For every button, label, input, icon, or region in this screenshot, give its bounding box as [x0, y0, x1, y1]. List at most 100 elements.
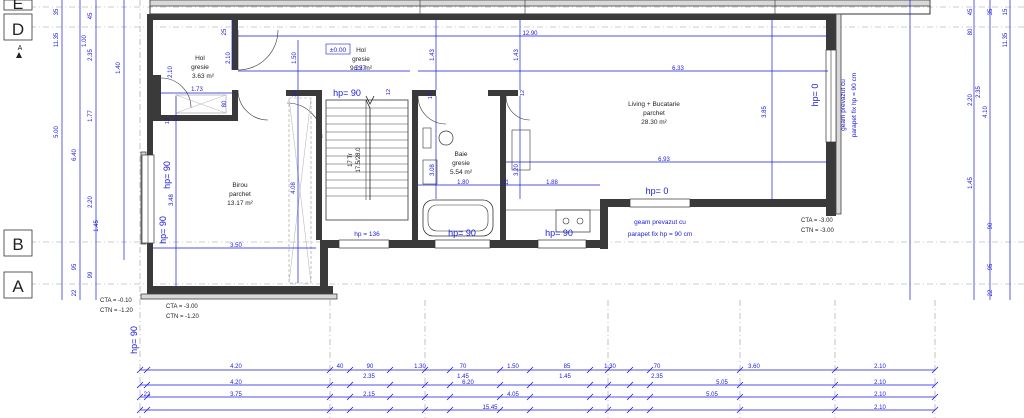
bottom-r1-1-50: 1.50 [507, 364, 519, 370]
dimension-tick [386, 381, 394, 389]
hp-label-birou-1: hp= 90 [162, 161, 172, 189]
dimension-tick [626, 406, 634, 414]
bottom-r3-6-20: 6.20 [462, 380, 474, 386]
dimension-tick [586, 366, 594, 374]
dimension-tick [931, 366, 939, 374]
left-dim-95: 95 [72, 263, 78, 270]
dim-1-43-a: 1.43 [430, 49, 436, 61]
dimension-tick [446, 406, 454, 414]
left-dim-5-00: 5.00 [54, 126, 60, 138]
bottom-r2-2-35-a: 2.35 [363, 374, 375, 380]
dimension-tick [421, 393, 429, 401]
hp-label-birou-2: hp= 90 [158, 216, 168, 244]
dimension-tick [931, 406, 939, 414]
axis-grid [30, 0, 1024, 418]
hol-main-name: Hol [356, 47, 366, 54]
bottom-r1-90: 90 [367, 364, 374, 370]
note-cta-left: CTA = -0.10 [100, 298, 132, 304]
dimension-tick [646, 393, 654, 401]
dimension-tick [736, 406, 744, 414]
dimension-tick [386, 406, 394, 414]
dim-1-73: 1.73 [191, 87, 203, 93]
hol-main-finish: gresie [352, 56, 370, 63]
section-marker-icon [16, 52, 22, 58]
bottom-dimension-lines [136, 366, 939, 414]
dimension-tick [346, 366, 354, 374]
dimension-tick [496, 366, 504, 374]
axis-labels: E D A B A [3, 0, 33, 299]
note-cta-mid: CTA = -3.00 [166, 304, 198, 310]
stair-line-1: 17 Tr [348, 153, 354, 167]
left-dim-1-00: 1.00 [82, 35, 88, 47]
dimension-tick [326, 406, 334, 414]
dimension-tick [421, 366, 429, 374]
right-dimension-texts: 4.10 1.45 90 95 22 35 11.35 2.20 2.35 80… [968, 8, 1009, 296]
dimension-tick [446, 393, 454, 401]
right-dim-22: 22 [988, 289, 994, 296]
dim-12-90: 12.90 [522, 31, 538, 37]
dimension-tick [604, 381, 612, 389]
section-marker-label: A [18, 45, 23, 52]
dimension-tick [526, 406, 534, 414]
left-dim-1-40: 1.40 [116, 62, 122, 74]
hp-label-stair: hp = 136 [354, 231, 380, 238]
dimension-tick [143, 366, 151, 374]
dimension-tick [136, 381, 144, 389]
dim-12-e: 12 [504, 179, 510, 185]
dimension-tick [736, 393, 744, 401]
dim-6-57: 6.57 [354, 66, 366, 72]
bottom-r3-5-05: 5.05 [716, 380, 728, 386]
dimension-tick [346, 381, 354, 389]
axis-e-label: E [13, 0, 24, 13]
dimension-tick [626, 366, 634, 374]
dimension-tick [326, 381, 334, 389]
dimension-tick [386, 393, 394, 401]
left-dim-99: 99 [88, 271, 94, 278]
dimension-tick [831, 366, 839, 374]
dim-1-50: 1.50 [292, 52, 298, 64]
bottom-r4-3-75: 3.75 [230, 392, 242, 398]
bottom-r5-15-45: 15.45 [482, 405, 498, 411]
dim-3-50: 3.50 [230, 243, 242, 249]
right-dim-4-10: 4.10 [983, 106, 989, 118]
dimension-tick [586, 393, 594, 401]
dim-3-85: 3.85 [762, 106, 768, 118]
baie-name: Baie [454, 151, 467, 158]
dimension-tick [604, 393, 612, 401]
bottom-r1-1-30-b: 1.30 [604, 364, 616, 370]
dimension-tick [326, 393, 334, 401]
dimension-tick [526, 393, 534, 401]
dim-1-88: 1.88 [546, 180, 558, 186]
hp-label-kitchen: hp= 90 [545, 228, 573, 238]
note-geam-right-1: geam prevazut cu [840, 79, 847, 131]
bottom-r1-70-a: 70 [460, 364, 467, 370]
hp-labels: hp= 0 hp= 90 hp= 90 hp= 90 hp = 136 hp= … [129, 84, 820, 354]
hp-label-bath: hp= 90 [448, 228, 476, 238]
doors [160, 29, 531, 139]
interior-dimension-lines [153, 20, 828, 286]
dimension-tick [136, 406, 144, 414]
dimension-tick [526, 381, 534, 389]
dim-25: 25 [222, 28, 228, 35]
hp-label-lower-left: hp= 90 [129, 326, 139, 354]
dim-12-b: 12 [292, 91, 298, 97]
dimension-tick [386, 366, 394, 374]
dimension-tick [346, 393, 354, 401]
right-dim-11-35: 11.35 [1003, 32, 1009, 47]
bottom-r1-3-60: 3.60 [748, 364, 760, 370]
dimension-tick [646, 366, 654, 374]
axis-b-label: B [12, 235, 23, 254]
dimension-tick [831, 406, 839, 414]
bottom-dimension-texts: 4.20 40 90 1.30 70 1.50 85 1.30 70 3.60 … [144, 364, 887, 411]
baie-finish: gresie [452, 160, 470, 167]
hp-label-living-bottom: hp= 0 [646, 186, 669, 196]
living-area: 28.30 m² [641, 119, 667, 126]
exterior-walls [140, 13, 842, 300]
dimension-tick [931, 393, 939, 401]
birou-finish: parchet [229, 191, 251, 198]
left-dim-45: 45 [88, 12, 94, 19]
bottom-r5-2-10: 2.10 [874, 405, 886, 411]
birou-name: Birou [232, 182, 248, 189]
right-dim-45: 45 [968, 8, 974, 15]
right-dim-80: 80 [968, 28, 974, 35]
